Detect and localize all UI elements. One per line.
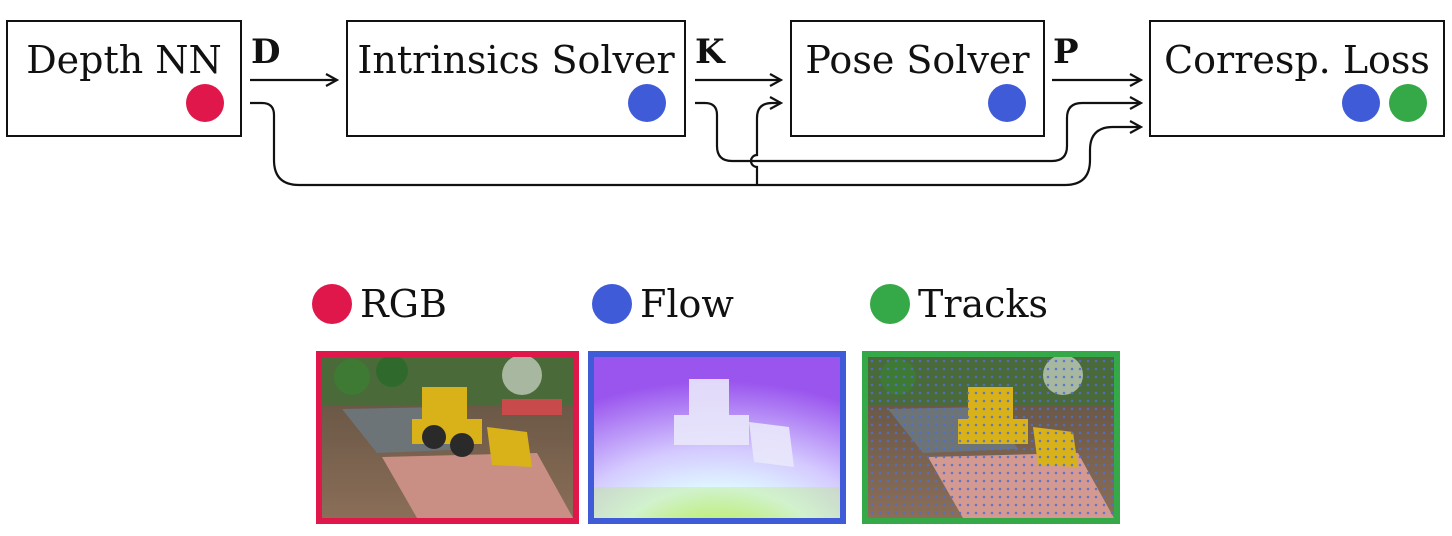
edge-label-d: D bbox=[251, 32, 281, 72]
wire-k-to-loss bbox=[695, 103, 1141, 163]
block-corresp-loss-label: Corresp. Loss bbox=[1164, 38, 1430, 82]
block-pose-solver-label: Pose Solver bbox=[805, 38, 1030, 82]
block-depth-nn-label: Depth NN bbox=[26, 38, 222, 82]
legend-flow: Flow bbox=[592, 280, 752, 326]
rgb-indicator-dot bbox=[186, 84, 224, 122]
edge-label-p: P bbox=[1053, 32, 1079, 72]
tracks-image bbox=[862, 351, 1120, 524]
block-intrinsics-solver-label: Intrinsics Solver bbox=[357, 38, 675, 82]
flow-indicator-dot bbox=[1342, 84, 1380, 122]
flow-indicator-dot bbox=[988, 84, 1026, 122]
tracks-indicator-dot bbox=[1389, 84, 1427, 122]
legend-tracks-label: Tracks bbox=[918, 282, 1048, 326]
block-corresp-loss: Corresp. Loss bbox=[1149, 20, 1445, 137]
legend-rgb: RGB bbox=[312, 280, 472, 326]
wire-d-to-pose bbox=[749, 103, 781, 185]
legend-flow-label: Flow bbox=[640, 282, 734, 326]
block-depth-nn: Depth NN bbox=[6, 20, 242, 137]
legend-tracks: Tracks bbox=[870, 280, 1060, 326]
flow-image bbox=[588, 351, 846, 524]
wire-d-to-loss bbox=[250, 101, 1141, 187]
block-intrinsics-solver: Intrinsics Solver bbox=[346, 20, 686, 137]
block-pose-solver: Pose Solver bbox=[790, 20, 1045, 137]
legend-rgb-dot bbox=[312, 284, 352, 324]
rgb-image bbox=[316, 351, 579, 524]
legend-rgb-label: RGB bbox=[360, 282, 447, 326]
flow-indicator-dot bbox=[628, 84, 666, 122]
legend-tracks-dot bbox=[870, 284, 910, 324]
edge-label-k: K bbox=[695, 32, 725, 72]
legend-flow-dot bbox=[592, 284, 632, 324]
